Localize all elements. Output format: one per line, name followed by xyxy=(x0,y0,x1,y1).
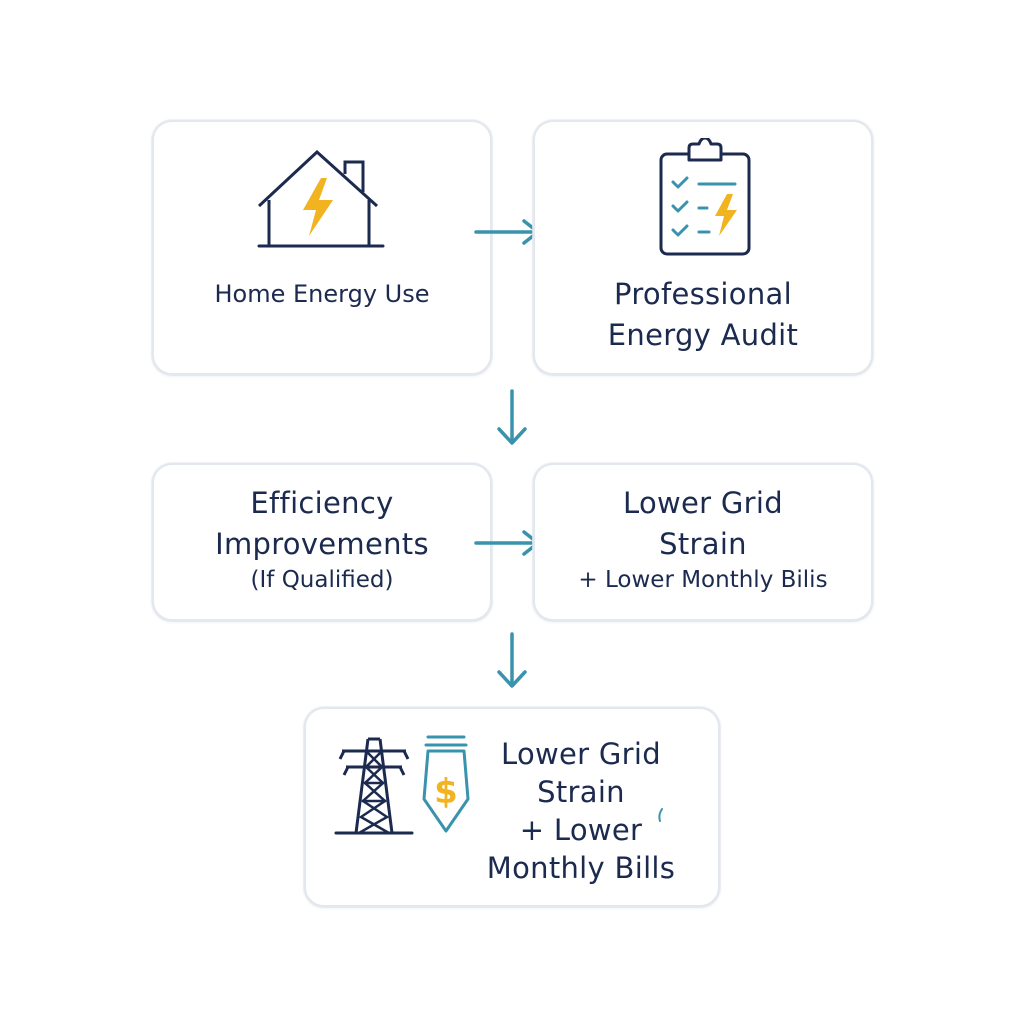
step-title: Efficiency Improvements xyxy=(154,483,490,565)
clipboard-checklist-icon xyxy=(659,138,751,256)
step-label-line: Energy Audit xyxy=(607,318,799,352)
step-title-line: Efficiency xyxy=(250,486,394,520)
decorative-tick xyxy=(658,808,663,822)
step-card-efficiency-improvements: Efficiency Improvements (If Qualified) xyxy=(152,463,492,621)
step-note: + Lower Monthly Bilis xyxy=(578,567,828,593)
step-title: Lower Grid Strain xyxy=(535,483,871,565)
result-line: Lower Grid xyxy=(501,737,661,771)
step-label: Professional Energy Audit xyxy=(535,274,871,356)
svg-text:$: $ xyxy=(434,772,458,812)
step-label-line: Professional xyxy=(614,277,792,311)
power-tower-icon xyxy=(334,737,414,835)
step-card-lower-grid-strain: Lower Grid Strain + Lower Monthly Bilis xyxy=(533,463,873,621)
step-card-home-energy-use: Home Energy Use xyxy=(152,120,492,375)
down-arrow-icon xyxy=(497,389,527,445)
house-lightning-icon xyxy=(257,150,385,248)
result-card-lower-bills: $ Lower Grid Strain + Lower Monthly Bill… xyxy=(304,707,720,907)
result-line: + Lower xyxy=(519,813,643,847)
step-label: Home Energy Use xyxy=(214,280,430,308)
step-card-energy-audit: Professional Energy Audit xyxy=(533,120,873,375)
dollar-tag-icon: $ xyxy=(422,735,470,833)
step-note: (If Qualified) xyxy=(250,567,394,593)
step-title-line: Improvements xyxy=(215,527,429,561)
result-line: Monthly Bills xyxy=(486,851,676,885)
step-title-line: Strain xyxy=(659,527,747,561)
down-arrow-icon xyxy=(497,632,527,688)
result-text: Lower Grid Strain + Lower Monthly Bills xyxy=(456,735,706,887)
step-title-line: Lower Grid xyxy=(623,486,783,520)
result-line: Strain xyxy=(537,775,625,809)
